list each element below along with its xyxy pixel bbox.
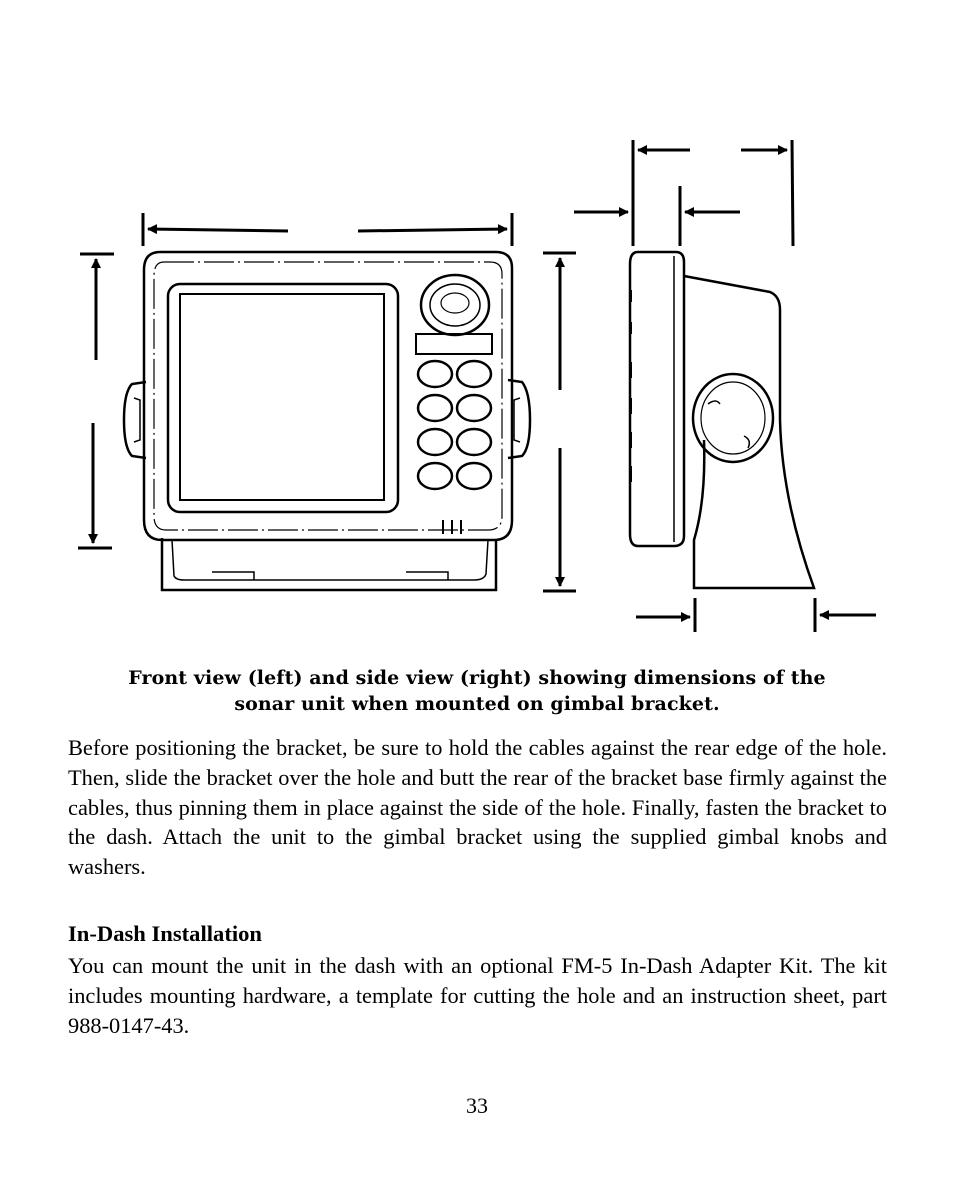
width-arrow-left [147, 224, 289, 235]
caption-line-2: sonar unit when mounted on gimbal bracke… [234, 693, 720, 715]
figure-dimensions-diagram [78, 139, 876, 632]
width-arrow-right [357, 224, 508, 235]
caption-line-1: Front view (left) and side view (right) … [128, 667, 826, 689]
page-number: 33 [466, 1093, 488, 1118]
body-paragraph-2: You can mount the unit in the dash with … [68, 953, 887, 1038]
side-view [574, 139, 876, 632]
front-view [78, 213, 576, 593]
figure-caption: Front view (left) and side view (right) … [60, 665, 894, 717]
keypad [416, 359, 493, 491]
section-heading: In-Dash Installation [68, 921, 262, 946]
body-paragraph-1: Before positioning the bracket, be sure … [68, 735, 887, 880]
